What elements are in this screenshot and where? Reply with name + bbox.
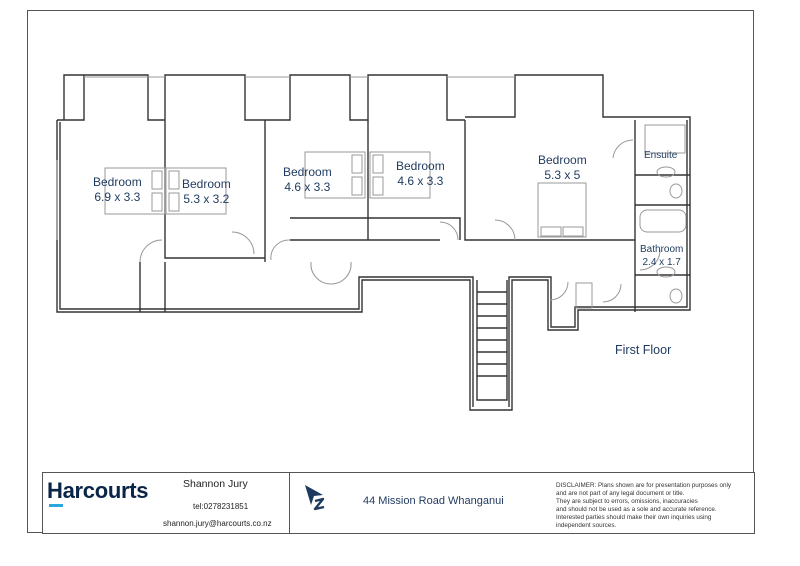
- room-label-bedroom-1: Bedroom 6.9 x 3.3: [93, 175, 142, 205]
- outer-wall: [56, 74, 691, 411]
- disclaimer-line: and should not be used as a sole and acc…: [556, 505, 717, 513]
- property-address: 44 Mission Road Whanganui: [363, 495, 504, 507]
- room-name: Bedroom: [538, 153, 587, 167]
- room-size: 5.3 x 3.2: [183, 192, 230, 206]
- title-block: Harcourts Shannon Jury tel:0278231851 sh…: [42, 472, 755, 534]
- stair: [476, 280, 508, 401]
- logo-accent-bar: [49, 504, 63, 507]
- agent-phone: tel:0278231851: [193, 502, 249, 511]
- disclaimer-line: They are subject to errors, omissions, i…: [556, 497, 698, 505]
- disclaimer-line: DISCLAIMER: Plans shown are for presenta…: [556, 482, 731, 489]
- room-size: 5.3 x 5: [544, 168, 581, 182]
- room-size: 6.9 x 3.3: [94, 190, 141, 204]
- interior-walls: [139, 120, 690, 312]
- room-name: Bedroom: [396, 159, 445, 173]
- disclaimer: DISCLAIMER: Plans shown are for presenta…: [556, 482, 756, 529]
- agent-name: Shannon Jury: [183, 478, 248, 490]
- room-label-bedroom-2: Bedroom 5.3 x 3.2: [182, 177, 231, 207]
- disclaimer-line: independent sources.: [556, 521, 617, 529]
- harcourts-logo: Harcourts: [47, 478, 149, 503]
- floor-label: First Floor: [615, 343, 672, 357]
- room-label-bedroom-3: Bedroom 4.6 x 3.3: [283, 165, 332, 195]
- room-name: Bedroom: [182, 177, 231, 191]
- room-name: Bedroom: [283, 165, 332, 179]
- room-label-ensuite: Ensuite: [644, 149, 677, 162]
- room-name: Ensuite: [644, 150, 678, 161]
- room-name: Bedroom: [93, 175, 142, 189]
- agent-email: shannon.jury@harcourts.co.nz: [163, 519, 272, 528]
- room-name: Bathroom: [640, 244, 684, 255]
- title-block-divider: [289, 473, 290, 533]
- room-size: 2.4 x 1.7: [642, 257, 681, 268]
- room-size: 4.6 x 3.3: [397, 174, 444, 188]
- disclaimer-line: and are not part of any legal document o…: [556, 489, 685, 497]
- room-label-bedroom-master: Bedroom 5.3 x 5: [538, 153, 587, 183]
- disclaimer-line: Interested parties should make their own…: [556, 513, 712, 521]
- north-arrow-icon: [305, 485, 325, 511]
- room-label-bedroom-4: Bedroom 4.6 x 3.3: [396, 159, 445, 189]
- room-label-bathroom: Bathroom 2.4 x 1.7: [640, 243, 683, 269]
- room-size: 4.6 x 3.3: [284, 180, 331, 194]
